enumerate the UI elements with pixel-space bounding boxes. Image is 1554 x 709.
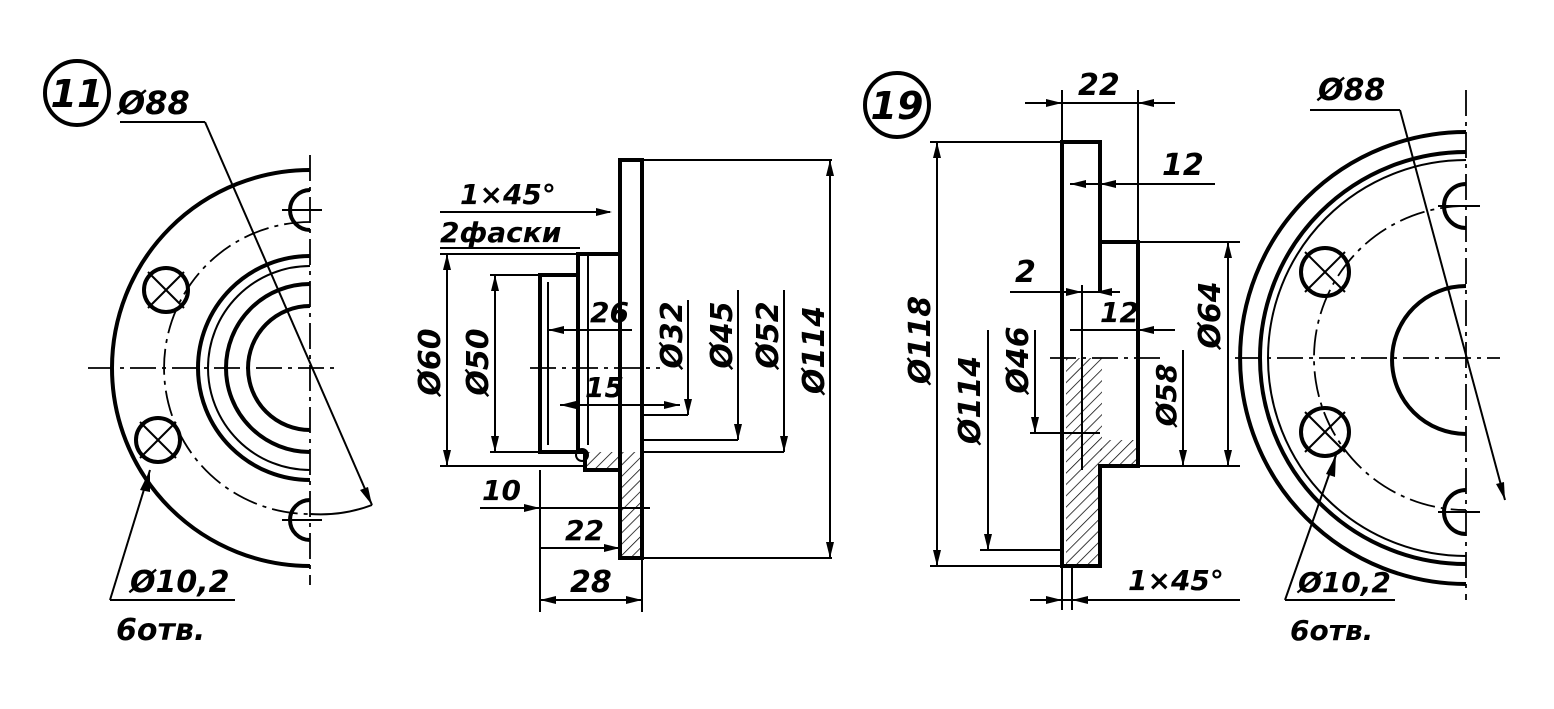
- dim-28: 28: [570, 565, 612, 600]
- chamfer-label-19: 1×45°: [1128, 564, 1224, 597]
- hub-outer-arc: [196, 254, 311, 482]
- bolt-hole: [1299, 246, 1351, 298]
- dim-d50: Ø50: [461, 328, 496, 397]
- dim-d32: Ø32: [655, 301, 690, 370]
- part-19-number: 19: [871, 84, 924, 128]
- part-19-holes-dia: Ø10,2: [1296, 566, 1391, 599]
- dim-d52: Ø52: [751, 301, 786, 370]
- part-19-section-view: 19 22 12 2 12: [863, 68, 1240, 610]
- part-11-holes-count: 6отв.: [116, 613, 205, 648]
- hub-mid-arc: [224, 282, 311, 454]
- part-19-number-circle: [863, 71, 931, 139]
- section-hatch: [1066, 358, 1102, 566]
- part-19-holes-count: 6отв.: [1290, 614, 1373, 647]
- flange-step-arc: [1258, 150, 1467, 566]
- dim-10: 10: [482, 474, 521, 507]
- dim-d58: Ø58: [1150, 364, 1183, 429]
- dim-22: 22: [1078, 68, 1120, 103]
- dim-22: 22: [565, 514, 604, 547]
- dim-d60: Ø60: [413, 328, 448, 397]
- bolt-hole: [142, 266, 190, 314]
- part-11-number-circle: [43, 59, 111, 127]
- bore-arc: [1390, 284, 1467, 436]
- pcd-leader: [204, 121, 373, 506]
- part-19-pcd-label: Ø88: [1316, 73, 1385, 108]
- dim-2: 2: [1015, 255, 1036, 290]
- pcd-leader: [1399, 109, 1506, 501]
- section-hatch: [1100, 440, 1138, 466]
- dim-15: 15: [585, 371, 624, 404]
- bolt-hole: [134, 416, 182, 464]
- flange-chamfer-arc: [1267, 159, 1467, 557]
- bolt-hole: [1299, 406, 1351, 458]
- chamfer-note: 2фаски: [440, 216, 561, 249]
- dim-26: 26: [590, 296, 629, 329]
- part-19-front-view: Ø88 Ø10,2 6отв.: [1235, 73, 1506, 647]
- bolt-pitch-circle: [163, 221, 311, 515]
- bore-arc: [246, 304, 311, 432]
- flange-plate: [618, 158, 644, 560]
- dim-d114: Ø114: [797, 306, 832, 396]
- part-11-front-view: 11 Ø88: [43, 59, 373, 648]
- part-11-holes-dia: Ø10,2: [128, 565, 230, 600]
- dim-d118: Ø118: [903, 296, 938, 386]
- dim-d46: Ø46: [1001, 326, 1036, 395]
- chamfer-label: 1×45°: [460, 178, 556, 211]
- holes-leader: [1284, 454, 1337, 601]
- hub-chamfer-arc: [207, 265, 311, 471]
- holes-leader: [109, 469, 151, 601]
- dim-12-top: 12: [1162, 148, 1204, 183]
- dim-12-mid: 12: [1100, 296, 1139, 329]
- section-hatch: [585, 452, 640, 470]
- outer-flange-arc: [110, 168, 311, 568]
- part-11-number: 11: [51, 72, 104, 116]
- dim-d45: Ø45: [705, 301, 740, 370]
- part-11-pcd-label: Ø88: [116, 84, 190, 122]
- dim-d64: Ø64: [1193, 281, 1228, 350]
- section-hatch: [622, 470, 642, 556]
- part-11-section-view: 1×45° 2фаски Ø60 Ø50 Ø32 Ø45 Ø52 Ø114 26…: [413, 158, 834, 612]
- dim-d114: Ø114: [953, 356, 988, 446]
- outer-flange-arc: [1238, 130, 1467, 586]
